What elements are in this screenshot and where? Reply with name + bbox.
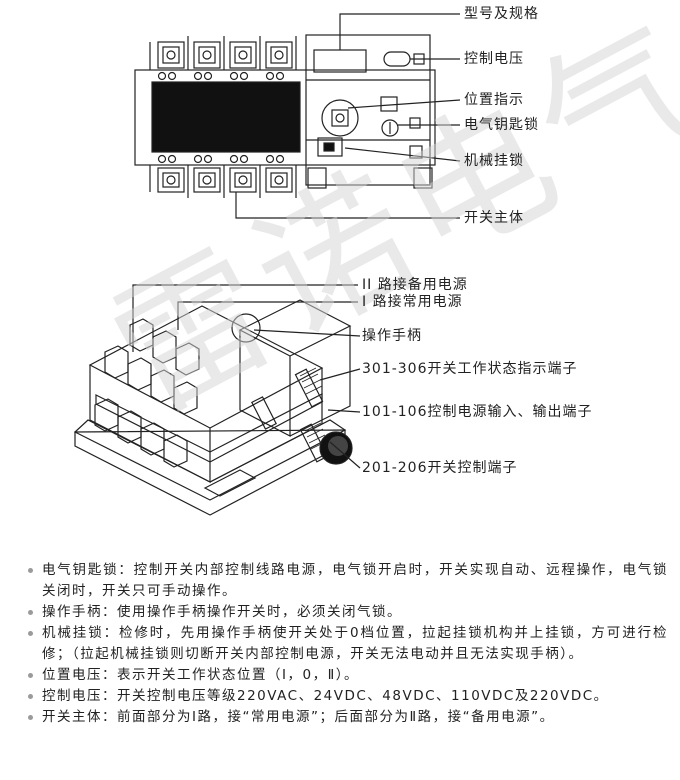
label-switch-body: 开关主体	[464, 210, 524, 226]
note-item: 控制电压：开关控制电压等级220VAC、24VDC、48VDC、110VDC及2…	[28, 686, 668, 707]
label-operating-handle: 操作手柄	[362, 328, 422, 344]
leader-lines-bottom	[132, 284, 361, 469]
label-position-indicator: 位置指示	[464, 92, 524, 108]
note-item: 电气钥匙锁：控制开关内部控制线路电源，电气锁开启时，开关实现自动、远程操作，电气…	[28, 560, 668, 602]
note-item: 操作手柄：使用操作手柄操作开关时，必须关闭气锁。	[28, 602, 668, 623]
leader-lines-top	[235, 13, 461, 219]
note-item: 机械挂锁：检修时，先用操作手柄使开关处于0档位置，拉起挂锁机构并上挂锁，方可进行…	[28, 623, 668, 665]
label-terminal-201-206: 201-206开关控制端子	[362, 460, 518, 476]
switch-diagram	[73, 13, 461, 516]
label-line2-backup: II 路接备用电源	[362, 277, 468, 293]
label-line1-normal: I 路接常用电源	[362, 294, 463, 310]
label-electric-key-lock: 电气钥匙锁	[464, 117, 539, 133]
label-terminal-301-306: 301-306开关工作状态指示端子	[362, 361, 578, 377]
label-model-spec: 型号及规格	[464, 6, 539, 22]
label-terminal-101-106: 101-106控制电源输入、输出端子	[362, 404, 593, 420]
front-view-drawing	[134, 34, 436, 198]
label-mechanical-lock: 机械挂锁	[464, 153, 524, 169]
notes-list: 电气钥匙锁：控制开关内部控制线路电源，电气锁开启时，开关实现自动、远程操作，电气…	[28, 560, 668, 728]
label-control-voltage: 控制电压	[464, 51, 524, 67]
isometric-view-drawing	[73, 299, 353, 516]
note-item: 位置电压：表示开关工作状态位置（Ⅰ，0，Ⅱ）。	[28, 665, 668, 686]
note-item: 开关主体：前面部分为Ⅰ路，接“常用电源”；后面部分为Ⅱ路，接“备用电源”。	[28, 707, 668, 728]
